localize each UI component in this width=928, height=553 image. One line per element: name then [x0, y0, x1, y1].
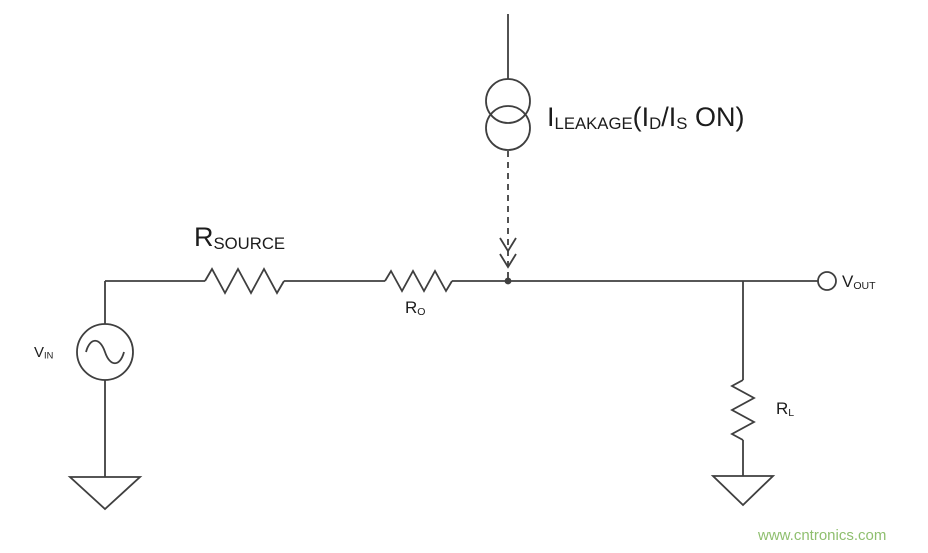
vout-label-sub: OUT	[853, 279, 876, 292]
rsource-label-sub: SOURCE	[213, 234, 286, 253]
vin-label-sub: IN	[44, 350, 54, 361]
leakage-label-d-sub: D	[649, 114, 662, 133]
ro-label-sub: O	[417, 305, 426, 318]
vout-terminal-circle	[817, 271, 837, 291]
ground-symbol-left	[67, 476, 143, 511]
leakage-dashed-arrow	[499, 151, 517, 278]
watermark: www.cntronics.com	[758, 527, 887, 544]
rl-label-sub: L	[788, 406, 795, 419]
resistor-rsource-symbol	[204, 267, 285, 295]
current-source-symbol	[485, 78, 531, 151]
resistor-rl-symbol	[730, 281, 756, 476]
leakage-label-s-sub: S	[676, 114, 688, 133]
leakage-label-paren-i: (I	[632, 102, 650, 132]
leakage-label-slash-i: /I	[661, 102, 677, 132]
rl-label-main: R	[776, 399, 789, 418]
vin-label-main: V	[34, 344, 45, 361]
rl-label: RL	[776, 400, 794, 418]
vout-label-main: V	[842, 272, 854, 291]
leakage-label: ILEAKAGE(ID/IS ON)	[547, 104, 744, 133]
vin-source-symbol	[76, 281, 134, 477]
vin-label: VIN	[34, 345, 53, 361]
resistor-ro-symbol	[384, 269, 453, 293]
ro-label: RO	[405, 299, 425, 317]
rsource-label: RSOURCE	[194, 224, 285, 253]
rsource-label-main: R	[194, 222, 214, 252]
leakage-label-on: ON)	[687, 102, 745, 132]
junction-dot	[504, 277, 512, 285]
ro-label-main: R	[405, 298, 418, 317]
leakage-label-i: I	[547, 102, 555, 132]
ground-symbol-right	[710, 475, 776, 507]
leakage-label-leakage-sub: LEAKAGE	[554, 114, 633, 133]
vout-label: VOUT	[842, 273, 876, 291]
